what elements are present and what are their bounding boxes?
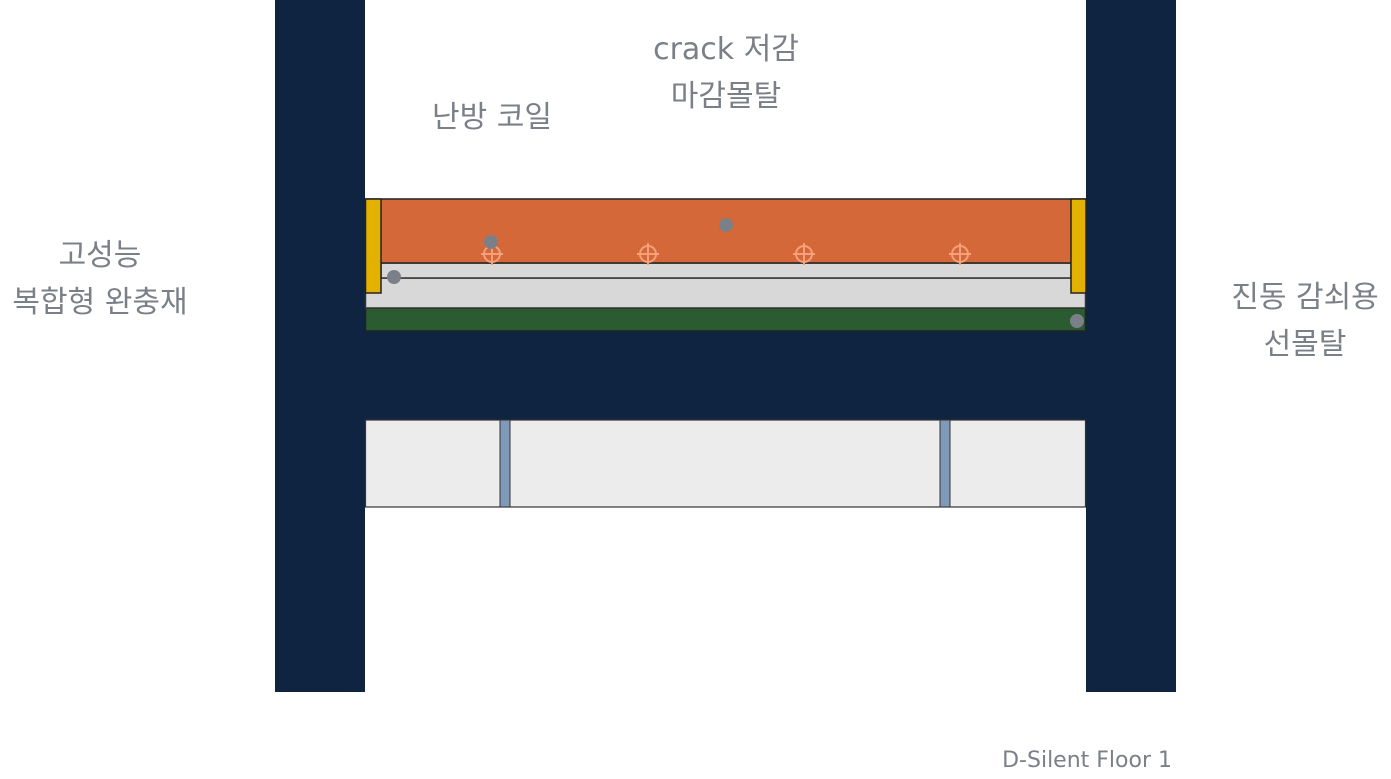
left-wall bbox=[275, 0, 365, 692]
ceiling-stud bbox=[499, 419, 511, 508]
label-line: 난방 코일 bbox=[432, 100, 552, 135]
diagram-caption: D-Silent Floor 1 bbox=[1002, 748, 1172, 773]
label-finish-mortar: crack 저감 마감몰탈 bbox=[653, 26, 799, 120]
label-line: 진동 감쇠용 bbox=[1231, 280, 1379, 315]
concrete-slab bbox=[365, 331, 1086, 420]
ceiling-board bbox=[364, 419, 1087, 508]
leader-dot bbox=[719, 218, 733, 232]
label-heating-coil: 난방 코일 bbox=[432, 94, 552, 141]
edge-strip-left bbox=[364, 198, 382, 294]
label-line: 고성능 bbox=[58, 238, 142, 273]
leader-dot bbox=[1070, 314, 1084, 328]
heating-coil-icon bbox=[637, 243, 659, 265]
buffer-layer-upper bbox=[380, 262, 1072, 279]
heating-coil-icon bbox=[949, 243, 971, 265]
vibration-mortar-layer bbox=[364, 307, 1087, 332]
buffer-layer-lower bbox=[364, 277, 1087, 309]
edge-strip-right bbox=[1070, 198, 1087, 294]
label-line: 복합형 완충재 bbox=[12, 285, 188, 320]
label-line: crack 저감 bbox=[653, 32, 799, 67]
label-vibration-mortar: 진동 감쇠용 선몰탈 bbox=[1231, 274, 1379, 368]
heating-coil-icon bbox=[793, 243, 815, 265]
right-wall bbox=[1086, 0, 1176, 692]
leader-dot bbox=[484, 235, 498, 249]
leader-dot bbox=[387, 270, 401, 284]
label-line: 선몰탈 bbox=[1263, 327, 1347, 362]
label-buffer: 고성능 복합형 완충재 bbox=[12, 232, 187, 326]
label-line: 마감몰탈 bbox=[670, 79, 782, 114]
ceiling-stud bbox=[939, 419, 951, 508]
